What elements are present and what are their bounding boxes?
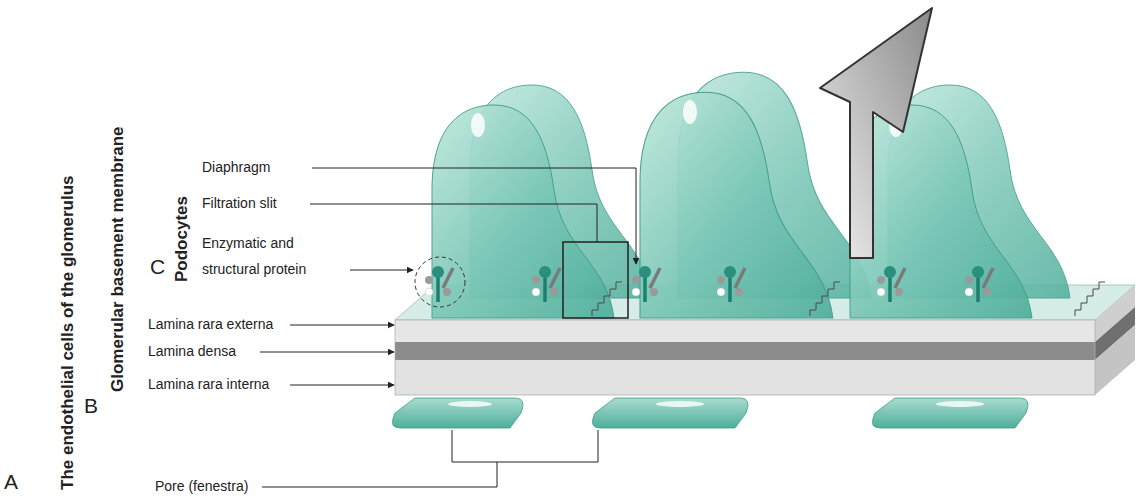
- pore-bracket: [452, 430, 598, 462]
- panel-letter: A: [4, 470, 18, 494]
- leader-line: [260, 352, 394, 353]
- part-label: Pore (fenestra): [155, 478, 248, 495]
- protein-symbol: [532, 266, 560, 302]
- side-heading: Podocytes: [172, 196, 192, 282]
- part-label: Lamina densa: [148, 343, 236, 360]
- side-heading: The endothelial cells of the glomerulus: [58, 175, 78, 490]
- panel-letter: B: [84, 394, 98, 418]
- diaphragm-zigzag: [592, 282, 622, 316]
- podocyte: [850, 105, 1032, 318]
- podocyte: [432, 105, 614, 318]
- leader-line: [290, 385, 394, 386]
- protein-symbol: [965, 266, 993, 302]
- endothelial-cell: [392, 398, 523, 428]
- part-label: Diaphragm: [202, 159, 270, 176]
- protein-symbol: [425, 266, 453, 302]
- protein-symbol: [632, 266, 660, 302]
- lamina-rara-interna-band: [395, 360, 1095, 395]
- endothelial-cell: [592, 398, 748, 428]
- leader-line: [310, 204, 597, 242]
- slit-diaphragm: [592, 282, 1105, 316]
- endothelial-cells: [392, 398, 1028, 428]
- podocyte: [640, 92, 833, 318]
- filtration-arrow: [820, 8, 932, 258]
- leader-lines: [260, 168, 636, 487]
- leader-line: [312, 168, 636, 264]
- dashed-highlight-circle: [415, 257, 465, 307]
- endothelial-cell: [872, 398, 1028, 428]
- panel-letter: C: [150, 255, 165, 279]
- lamina-densa-band: [395, 342, 1095, 360]
- leader-line: [290, 325, 394, 326]
- podocytes: [432, 72, 1070, 318]
- membrane-proteins: [415, 257, 993, 307]
- filtration-slit-box: [563, 242, 628, 318]
- membrane-outline: [395, 320, 1095, 395]
- lamina-rara-externa-band: [395, 320, 1095, 342]
- protein-symbol: [717, 266, 745, 302]
- diaphragm-zigzag: [1075, 282, 1105, 316]
- part-label: Lamina rara interna: [148, 376, 269, 393]
- diaphragm-zigzag: [810, 282, 840, 316]
- part-label: Filtration slit: [202, 195, 277, 212]
- leader-line: [350, 270, 413, 271]
- protein-symbol: [877, 266, 905, 302]
- side-heading: Glomerular basement membrane: [108, 127, 128, 392]
- side-face: [1095, 325, 1135, 395]
- part-label: Lamina rara externa: [148, 316, 273, 333]
- part-label: Enzymatic and structural protein: [202, 230, 342, 282]
- leader-line: [262, 462, 497, 487]
